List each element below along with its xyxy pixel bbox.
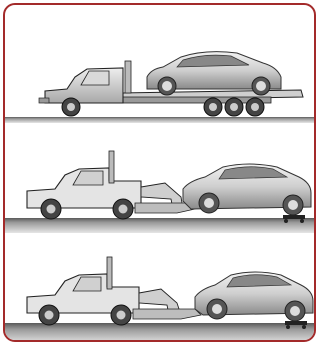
wheel-lift-scene-1 [5, 123, 316, 233]
flatbed-panel [5, 5, 316, 123]
ground [5, 323, 316, 342]
dolly [283, 215, 305, 219]
wheel-lift-panel-1 [5, 123, 316, 233]
flatbed-scene [5, 5, 316, 123]
illustration-frame [3, 3, 316, 342]
wheel-lift-panel-2 [5, 233, 316, 342]
wheel-lift-scene-2 [5, 233, 316, 342]
dolly [285, 321, 307, 325]
ground [5, 218, 316, 233]
truck-cab [45, 68, 123, 103]
